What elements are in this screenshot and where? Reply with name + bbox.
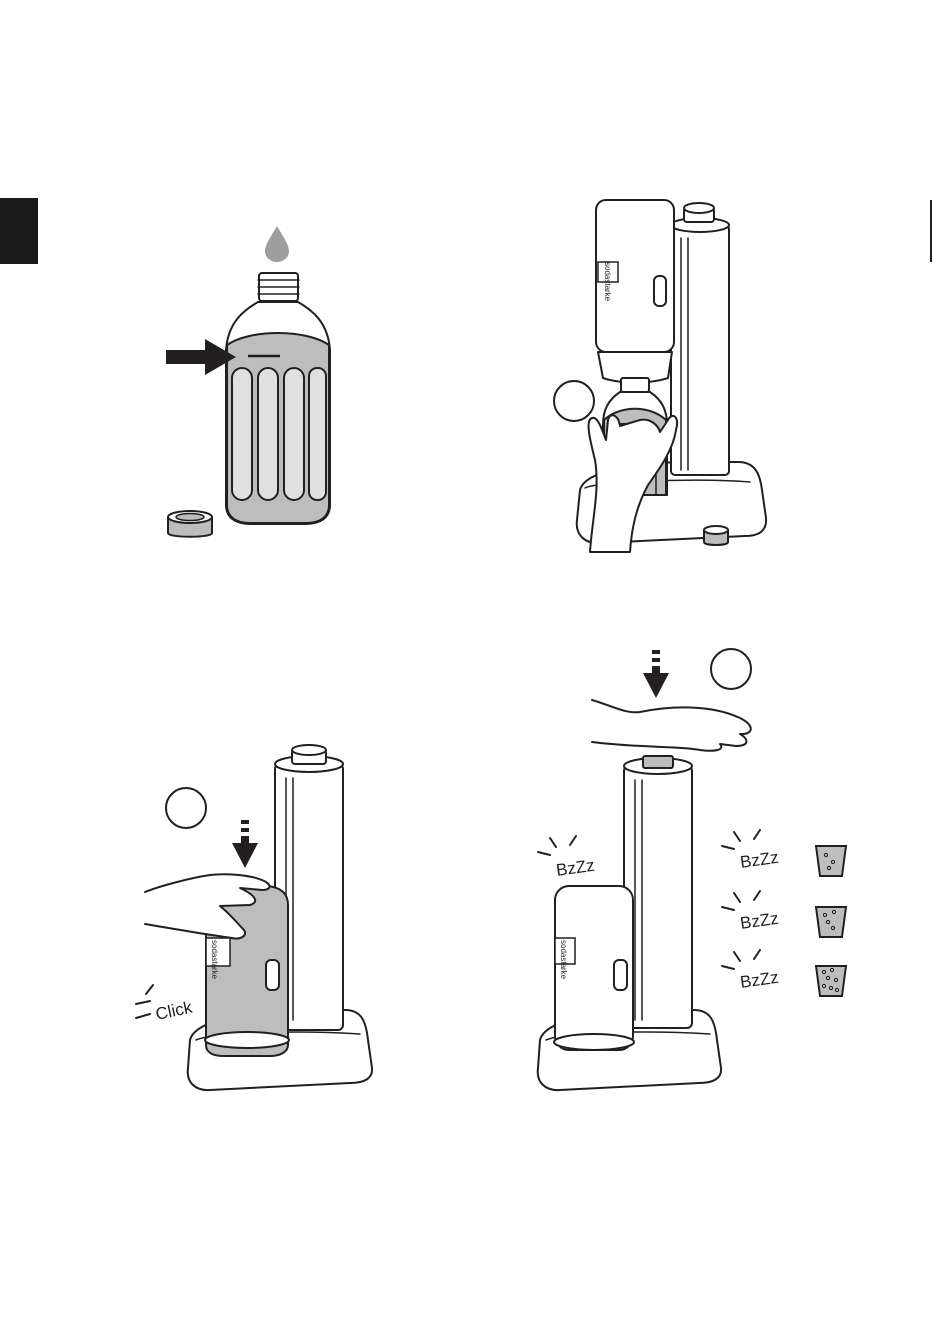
sound-mark — [722, 907, 734, 910]
bubble-glass-icon — [816, 846, 846, 876]
section-tab — [0, 198, 38, 264]
bubble-glass-icon — [816, 907, 846, 937]
bottle-cap — [704, 526, 728, 545]
brand-label: sodastarke — [210, 940, 219, 980]
gas-cylinder: sodastarke — [554, 886, 634, 1050]
sound-mark — [734, 893, 740, 902]
panel-fill-bottle — [166, 226, 330, 537]
buzz-label: BzZz — [555, 856, 596, 880]
carbonation-level-2: BzZz — [722, 891, 846, 937]
arrow-down-icon — [232, 820, 258, 868]
gas-cylinder: sodastarke — [596, 200, 674, 383]
click-sound: Click — [136, 985, 194, 1024]
buzz-level-label: BzZz — [739, 909, 780, 933]
machine-column — [624, 756, 692, 1028]
hand — [592, 700, 751, 751]
sound-mark — [734, 832, 740, 841]
sound-mark — [722, 966, 734, 969]
buzz-level-label: BzZz — [739, 848, 780, 872]
sound-mark — [754, 950, 760, 959]
buzz-sound: BzZz — [538, 836, 596, 880]
arrow-down-icon — [643, 650, 669, 698]
water-bottle — [226, 273, 330, 524]
sound-mark — [722, 846, 734, 849]
machine-column — [671, 203, 729, 475]
step-circle-icon — [711, 649, 751, 689]
step-circle-icon — [166, 788, 206, 828]
water-drop-icon — [265, 226, 289, 262]
step-circle-icon — [554, 381, 594, 421]
brand-label: sodastarke — [603, 262, 612, 302]
buzz-level-label: BzZz — [739, 968, 780, 992]
click-label: Click — [154, 998, 194, 1024]
sound-mark — [754, 830, 760, 839]
sound-mark — [754, 891, 760, 900]
brand-label: sodastarke — [559, 940, 568, 980]
panel-insert-bottle: sodastarke — [554, 200, 766, 552]
carbonation-level-1: BzZz — [722, 830, 846, 876]
sound-mark — [734, 952, 740, 961]
carbonation-level-3: BzZz — [722, 950, 846, 996]
bottle-cap — [168, 511, 212, 537]
panel-lock-bottle: sodastarke Click — [136, 745, 372, 1090]
